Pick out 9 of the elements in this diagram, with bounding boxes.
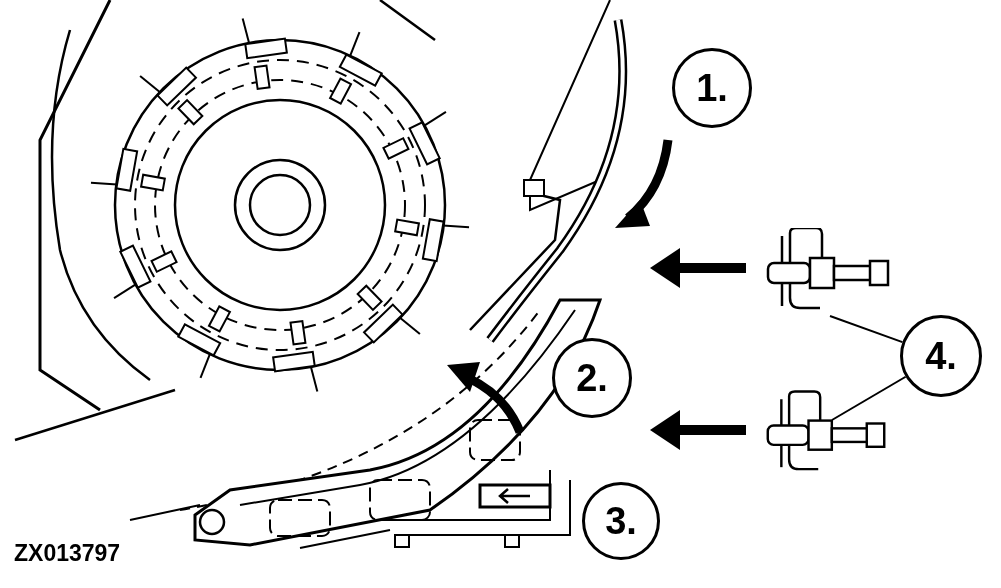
callout-number: 3. <box>605 499 637 543</box>
figure-id: ZX013797 <box>14 540 121 567</box>
leader-line <box>829 315 904 344</box>
leader-line <box>831 375 907 421</box>
callout-number: 1. <box>696 66 728 110</box>
callout-number: 4. <box>925 334 957 378</box>
arrow <box>650 248 746 288</box>
callout-number: 2. <box>576 356 608 400</box>
arrow <box>650 410 746 450</box>
